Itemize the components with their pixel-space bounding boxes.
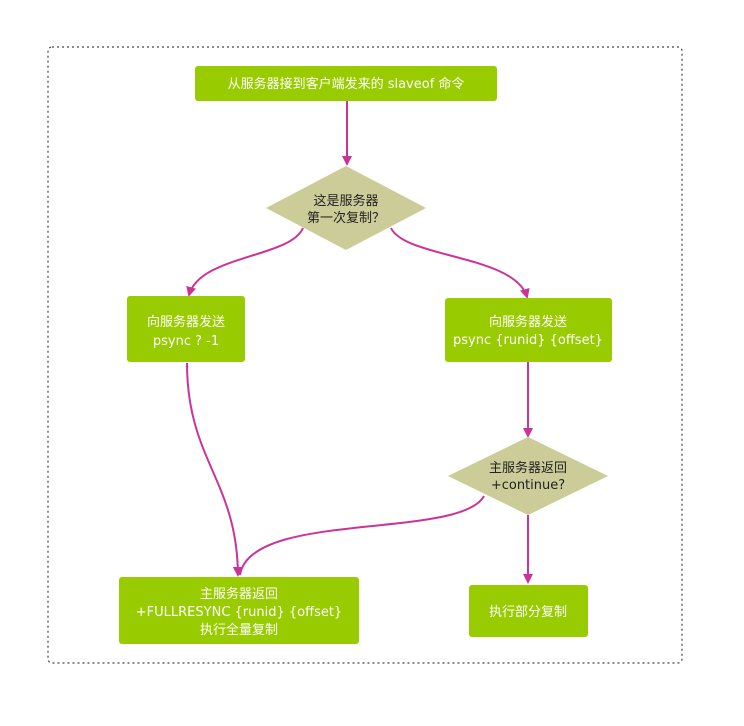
- node-send-partial-line1: 向服务器发送: [489, 314, 567, 330]
- node-send-full: 向服务器发送 psync ? -1: [127, 296, 245, 362]
- node-send-partial-line2: psync {runid} {offset}: [453, 333, 603, 348]
- node-partial-resync: 执行部分复制: [469, 585, 588, 637]
- connector-send-full-to-full-resync: [186, 362, 243, 577]
- node-full-resync-line3: 执行全量复制: [200, 622, 278, 638]
- node-first-sync-line1: 这是服务器: [313, 193, 378, 209]
- node-full-resync-line1: 主服务器返回: [200, 586, 278, 602]
- node-full-resync: 主服务器返回 +FULLRESYNC {runid} {offset} 执行全量…: [119, 577, 359, 644]
- connector-decision-to-send-full: [186, 227, 304, 297]
- node-send-full-line2: psync ? -1: [153, 334, 219, 349]
- diagram-border: [47, 46, 683, 664]
- node-start: 从服务器接到客户端发来的 slaveof 命令: [195, 66, 497, 101]
- node-first-sync-decision: 这是服务器 第一次复制？: [266, 166, 426, 250]
- node-send-full-line1: 向服务器发送: [147, 314, 225, 330]
- node-send-partial: 向服务器发送 psync {runid} {offset}: [445, 298, 612, 362]
- connector-continue-to-full-resync: [239, 495, 485, 576]
- node-continue-line2: +continue?: [491, 478, 565, 493]
- node-continue-decision: 主服务器返回 +continue?: [448, 437, 608, 515]
- node-first-sync-line2: 第一次复制？: [307, 210, 385, 226]
- node-full-resync-line2: +FULLRESYNC {runid} {offset}: [136, 605, 342, 620]
- node-start-text: 从服务器接到客户端发来的 slaveof 命令: [228, 76, 465, 92]
- connectors: [186, 101, 533, 584]
- connector-decision-to-send-partial: [390, 227, 530, 299]
- node-partial-resync-text: 执行部分复制: [489, 605, 567, 620]
- node-continue-line1: 主服务器返回: [489, 460, 567, 476]
